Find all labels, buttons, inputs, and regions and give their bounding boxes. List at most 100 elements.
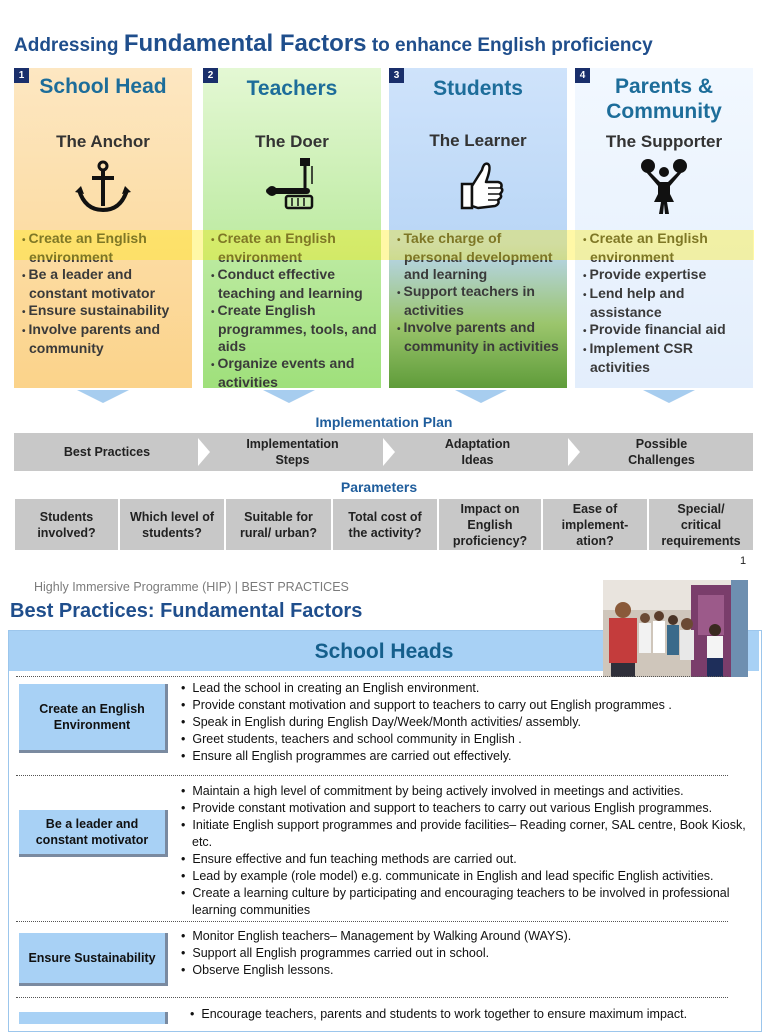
list-item: Provide expertise [581, 266, 749, 285]
down-arrow [455, 390, 507, 403]
column-title: School Head [39, 75, 167, 98]
list-item: Monitor English teachers– Management by … [174, 928, 754, 945]
parameter-cell: Ease of implement-ation? [543, 499, 647, 550]
column-teachers: 2 Teachers The Doer Create an English en… [203, 68, 381, 391]
thumbs-up-icon [460, 162, 504, 210]
page-title: Addressing Fundamental Factors to enhanc… [14, 30, 653, 58]
list-item: Lend help and assistance [581, 285, 749, 321]
list-item: Involve parents and community [20, 321, 188, 357]
column-role: The Doer [255, 132, 329, 151]
list-item: Ensure sustainability [20, 302, 188, 321]
column-number: 4 [575, 68, 590, 83]
step-adaptation-ideas: Adaptation Ideas [385, 433, 570, 471]
anchor-icon [75, 160, 131, 213]
divider [16, 676, 728, 677]
column-list: Create an English environment Conduct ef… [209, 230, 377, 391]
row-label-leader-motivator: Be a leader and constant motivator [19, 810, 168, 857]
implementation-plan-label: Implementation Plan [315, 414, 453, 430]
list-item: Provide constant motivation and support … [174, 697, 754, 714]
column-role: The Supporter [605, 132, 723, 151]
column-number: 1 [14, 68, 29, 83]
section-title: Best Practices: Fundamental Factors [10, 600, 363, 622]
list-item: Greet students, teachers and school comm… [174, 731, 754, 748]
list-item: Provide financial aid [581, 321, 749, 340]
list-item: Create a learning culture by participati… [174, 885, 754, 919]
row-list: Encourage teachers, parents and students… [183, 1006, 763, 1023]
list-item: Lead by example (role model) e.g. commun… [174, 868, 754, 885]
list-item: Ensure effective and fun teaching method… [174, 851, 754, 868]
parameter-label: Impact on English proficiency? [452, 501, 528, 548]
divider [16, 775, 728, 776]
cheerleader-icon [641, 159, 687, 214]
column-number: 2 [203, 68, 218, 83]
column-role: The Learner [429, 131, 527, 150]
step-label: Adaptation Ideas [444, 437, 511, 467]
arrow-right-icon [383, 438, 395, 466]
down-arrow [643, 390, 695, 403]
parameter-label: Special/ critical requirements [661, 501, 741, 548]
column-school-head: 1 School Head The Anchor Create an Engli… [14, 68, 192, 388]
list-item: Observe English lessons. [174, 962, 754, 979]
list-item: Involve parents and community in activit… [395, 319, 563, 355]
list-item: Encourage teachers, parents and students… [183, 1006, 763, 1023]
parameter-cell: Which level of students? [120, 499, 224, 550]
arrow-right-icon [568, 438, 580, 466]
list-item: Conduct effective teaching and learning [209, 266, 377, 302]
title-part1: Addressing [14, 35, 119, 56]
list-item: Provide constant motivation and support … [174, 800, 754, 817]
row-label: Be a leader and constant motivator [35, 817, 149, 847]
title-part2: Fundamental Factors [123, 30, 367, 57]
column-parents-community: 4 Parents & Community The Supporter Crea… [575, 68, 753, 388]
parameter-cell: Suitable for rural/ urban? [226, 499, 331, 550]
title-part3: to enhance English proficiency [371, 35, 653, 56]
divider [16, 921, 728, 922]
row-label-ensure-sustainability: Ensure Sustainability [19, 933, 168, 986]
step-best-practices: Best Practices [14, 433, 200, 471]
parameter-label: Suitable for rural/ urban? [239, 509, 318, 540]
row-list: Monitor English teachers– Management by … [174, 928, 754, 979]
step-label: Implementation Steps [246, 437, 339, 467]
list-item: Ensure all English programmes are carrie… [174, 748, 754, 765]
photo [603, 580, 748, 677]
highlight-band [14, 230, 754, 260]
row-label-create-english-environment: Create an English Environment [19, 684, 168, 753]
list-item: Create an English environment [20, 230, 188, 266]
parameter-cell: Impact on English proficiency? [439, 499, 541, 550]
list-item: Create an English environment [209, 230, 377, 266]
page-number: 1 [740, 555, 747, 567]
column-students: 3 Students The Learner Take charge of pe… [389, 68, 567, 388]
parameter-cell: Special/ critical requirements [649, 499, 753, 550]
column-list: Create an English environment Provide ex… [581, 230, 749, 376]
column-title: Teachers [246, 77, 338, 100]
divider [16, 997, 728, 998]
parameters-label: Parameters [340, 479, 418, 495]
table-header-title: School Heads [314, 640, 454, 663]
arrow-right-icon [198, 438, 210, 466]
row-label: Ensure Sustainability [28, 951, 156, 965]
step-possible-challenges: Possible Challenges [570, 433, 753, 471]
column-list: Take charge of personal development and … [395, 230, 563, 355]
parameter-cell: Total cost of the activity? [333, 499, 437, 550]
list-item: Take charge of personal development and … [395, 230, 563, 283]
list-item: Support teachers in activities [395, 283, 563, 319]
row-list: Maintain a high level of commitment by b… [174, 783, 754, 919]
row-label: Create an English Environment [39, 702, 145, 732]
list-item: Maintain a high level of commitment by b… [174, 783, 754, 800]
list-item: Organize events and activities [209, 355, 377, 391]
list-item: Implement CSR activities [581, 340, 749, 376]
parameter-label: Students involved? [37, 509, 96, 540]
row-label-involve-parents [19, 1012, 168, 1024]
column-list: Create an English environment Be a leade… [20, 230, 188, 357]
list-item: Support all English programmes carried o… [174, 945, 754, 962]
step-label: Best Practices [63, 445, 151, 459]
column-role: The Anchor [56, 132, 150, 151]
column-title: Students [433, 77, 523, 100]
list-item: Speak in English during English Day/Week… [174, 714, 754, 731]
step-implementation-steps: Implementation Steps [200, 433, 385, 471]
list-item: Create English programmes, tools, and ai… [209, 302, 377, 355]
parameter-label: Total cost of the activity? [348, 509, 422, 540]
tools-icon [266, 158, 314, 210]
list-item: Create an English environment [581, 230, 749, 266]
step-label: Possible Challenges [628, 437, 695, 467]
parameter-label: Ease of implement-ation? [561, 501, 629, 548]
